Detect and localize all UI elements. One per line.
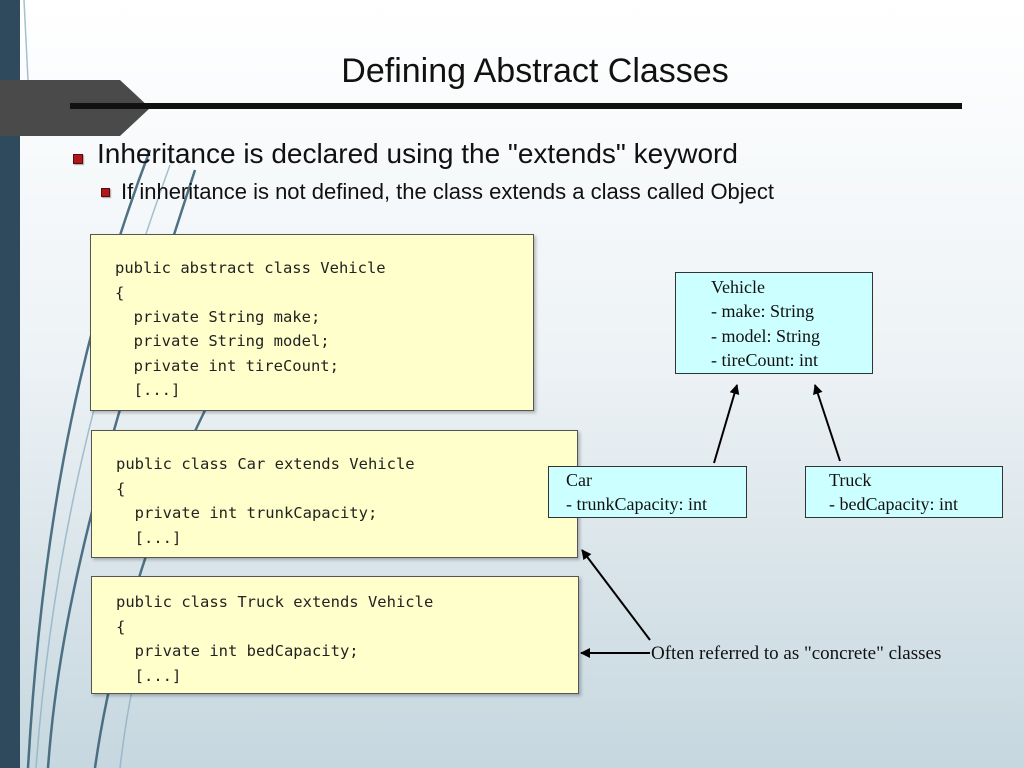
code-line: public abstract class Vehicle [115, 259, 386, 277]
code-line: private int tireCount; [115, 357, 339, 375]
uml-attribute: - model: String [711, 326, 820, 346]
uml-class-name: Car [566, 470, 592, 490]
uml-box-truck: Truck - bedCapacity: int [805, 466, 1003, 518]
bullet-marker-icon [101, 188, 110, 197]
uml-class-name: Truck [829, 470, 872, 490]
code-box-truck: public class Truck extends Vehicle { pri… [91, 576, 579, 694]
slide-title: Defining Abstract Classes [341, 52, 729, 90]
title-underline [70, 103, 962, 109]
code-line: [...] [115, 381, 181, 399]
code-line: public class Car extends Vehicle [116, 455, 415, 473]
code-line: private String model; [115, 332, 330, 350]
inheritance-arrow-truck [813, 384, 841, 462]
code-box-vehicle: public abstract class Vehicle { private … [90, 234, 534, 411]
code-line: { [115, 284, 125, 302]
left-accent-strip [0, 0, 20, 768]
uml-attribute: - trunkCapacity: int [566, 494, 707, 514]
note-arrow-car [581, 549, 651, 641]
bullet-marker-icon [73, 154, 83, 164]
uml-box-car: Car - trunkCapacity: int [548, 466, 747, 518]
code-box-car: public class Car extends Vehicle { priva… [91, 430, 578, 558]
code-line: [...] [116, 667, 182, 685]
uml-attribute: - bedCapacity: int [829, 494, 958, 514]
bullet-main: Inheritance is declared using the "exten… [97, 138, 738, 169]
code-line: private int bedCapacity; [116, 642, 359, 660]
concrete-classes-note: Often referred to as "concrete" classes [651, 643, 942, 664]
code-line: private String make; [115, 308, 321, 326]
inheritance-arrow-car [713, 384, 740, 464]
code-line: [...] [116, 529, 182, 547]
code-line: private int trunkCapacity; [116, 504, 378, 522]
code-line: public class Truck extends Vehicle [116, 593, 434, 611]
code-line: { [116, 618, 126, 636]
uml-attribute: - tireCount: int [711, 350, 818, 370]
bullet-sub: If inheritance is not defined, the class… [121, 179, 775, 204]
uml-attribute: - make: String [711, 301, 814, 321]
uml-box-vehicle: Vehicle - make: String - model: String -… [675, 272, 873, 374]
code-line: { [116, 480, 126, 498]
uml-class-name: Vehicle [711, 277, 765, 297]
